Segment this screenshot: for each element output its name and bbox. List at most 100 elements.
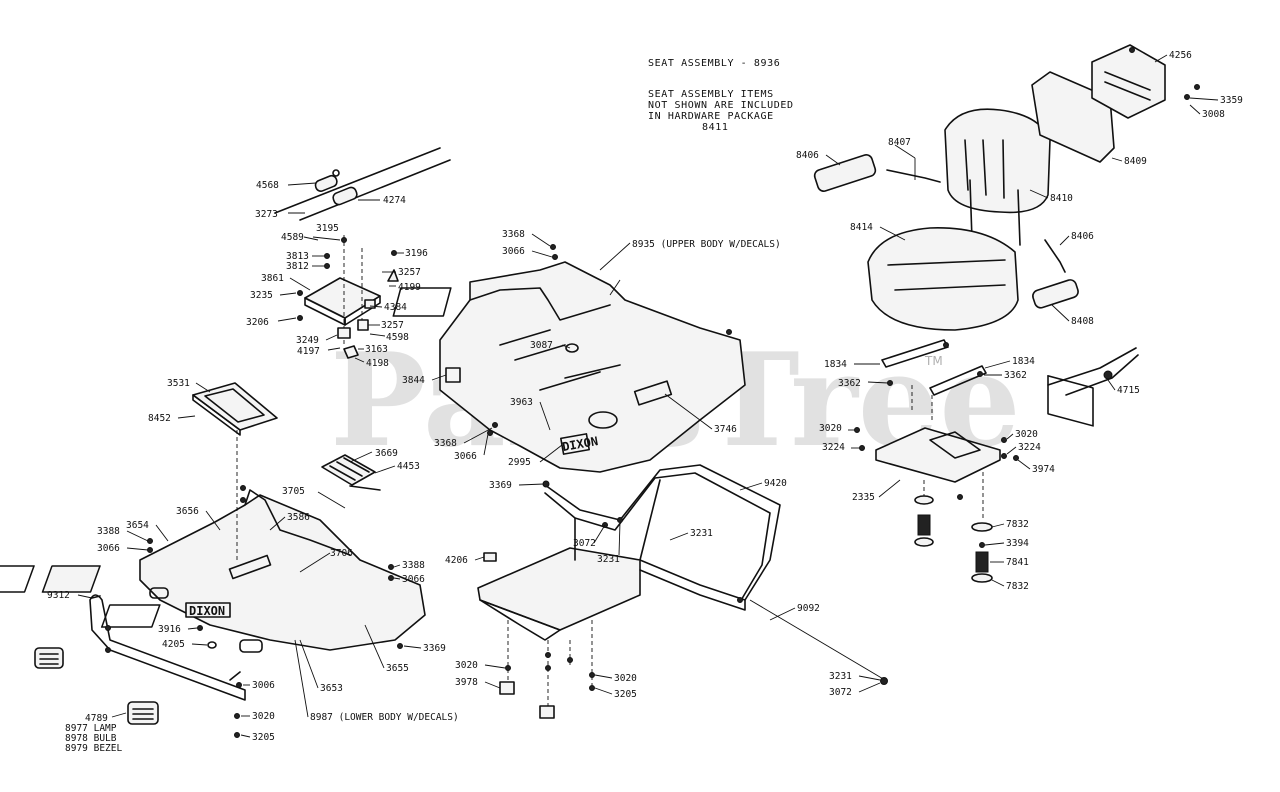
upper-body-fuel-opening — [588, 411, 618, 429]
callout-label: 3368 — [502, 229, 525, 240]
clip-3916 — [197, 625, 203, 631]
screw-3368-top — [550, 244, 556, 250]
washer-3066-top — [552, 254, 558, 260]
lamp-kit-note-3: 8979 BEZEL — [65, 743, 122, 754]
lower-body-footrest-3586 — [228, 554, 272, 580]
callout-label: 3257 — [381, 320, 404, 331]
grate-slot-2 — [336, 461, 363, 477]
headlamp-left — [34, 647, 64, 669]
callout-label: 4715 — [1117, 385, 1140, 396]
upper-body-decal-stripe-1 — [499, 329, 551, 346]
screw-3195 — [341, 237, 347, 243]
spring-cap-7832-bottom — [971, 573, 993, 583]
seat-back-brackets — [969, 179, 1021, 246]
grate-4453 — [321, 454, 381, 491]
washer-3394 — [979, 542, 985, 548]
lower-body-pedal-plate-3706 — [41, 565, 101, 593]
cover-plate-edge — [192, 394, 241, 436]
upper-body-console-opening — [392, 287, 452, 317]
callout-label: 3195 — [316, 223, 339, 234]
upper-body-decal-stripe-4 — [539, 371, 601, 391]
upper-body-emblem-3746 — [633, 380, 673, 406]
callout-label: 3020 — [614, 673, 637, 684]
callout-label: 8409 — [1124, 156, 1147, 167]
cover-plate-inner — [204, 388, 265, 423]
callout-label: 3974 — [1032, 464, 1055, 475]
seat-items-note-4: 8411 — [702, 122, 728, 133]
switch-3257 — [357, 319, 369, 331]
spring-cap-left-top — [914, 495, 934, 505]
callout-label: 4453 — [397, 461, 420, 472]
screw-3359 — [1184, 94, 1190, 100]
nut-3205-frame — [589, 685, 595, 691]
callout-label: 3206 — [246, 317, 269, 328]
callout-label: 3654 — [126, 520, 149, 531]
washer-3020-pan-right — [1001, 437, 1007, 443]
washer-3066-bottom — [487, 430, 493, 436]
callout-label: 3231 — [829, 671, 852, 682]
bracket-3978 — [499, 681, 515, 695]
clip-4198 — [343, 345, 359, 359]
nut-3812 — [324, 263, 330, 269]
frame-bolt-a — [545, 652, 551, 658]
upper-body-shell — [439, 261, 746, 473]
callout-label: 3963 — [510, 397, 533, 408]
seat-assembly-note: SEAT ASSEMBLY - 8936 — [648, 58, 780, 69]
callout-label: 3653 — [320, 683, 343, 694]
upper-body-plug-3087 — [565, 343, 579, 353]
cover-plate-8452 — [192, 382, 278, 436]
frame-rail-upper — [544, 464, 781, 601]
callout-label: 3369 — [423, 643, 446, 654]
callout-label: 3531 — [167, 378, 190, 389]
spring-cap-7832-top — [971, 522, 993, 532]
lower-body-8987: DIXON — [0, 430, 426, 653]
callout-label: 3368 — [434, 438, 457, 449]
control-mount-plate — [297, 235, 399, 359]
grate-slot-3 — [343, 457, 370, 473]
watermark-tm: TM — [924, 354, 943, 368]
armrest-bracket-8406-right — [1044, 239, 1066, 273]
washer-3020-lower — [234, 713, 240, 719]
callout-label: 8407 — [888, 137, 911, 148]
screw-3196 — [391, 250, 397, 256]
lower-body-headlight-opening-right — [239, 639, 263, 653]
cable-knob — [332, 169, 340, 177]
callout-label: 3388 — [402, 560, 425, 571]
seat-spring-right — [971, 522, 993, 583]
bumper-bar — [89, 594, 246, 701]
seat-pan-slot — [929, 431, 981, 459]
grommet-4205 — [207, 641, 217, 649]
clip-4206 — [483, 552, 497, 562]
callout-label: 3205 — [614, 689, 637, 700]
callout-label: 3163 — [365, 344, 388, 355]
callout-label: 4384 — [384, 302, 407, 313]
nut-3205-lower — [234, 732, 240, 738]
armrest-right-8408 — [1032, 279, 1079, 309]
lower-body-headlight-opening-left — [149, 587, 169, 599]
seat-backrest-ribs — [964, 139, 1005, 199]
callout-label: 3359 — [1220, 95, 1243, 106]
callout-label: 3072 — [829, 687, 852, 698]
callout-label: 3224 — [822, 442, 845, 453]
callout-label: 3669 — [375, 448, 398, 459]
grate-plate — [321, 454, 376, 486]
seat-backrest-8410 — [944, 108, 1051, 214]
callout-label: 1834 — [1012, 356, 1035, 367]
callout-label: 3066 — [402, 574, 425, 585]
lower-body-decal-text: DIXON — [189, 604, 225, 618]
bumper-hardware — [105, 625, 242, 738]
knob-4199 — [387, 269, 399, 282]
callout-label: 3020 — [455, 660, 478, 671]
callout-label: 4274 — [383, 195, 406, 206]
callout-label: 3205 — [252, 732, 275, 743]
storage-box-slot-2 — [1104, 81, 1151, 101]
callout-label: 3072 — [573, 538, 596, 549]
spring-coil-7841 — [975, 551, 989, 573]
armrest-left-8406 — [813, 154, 877, 192]
washer-lower-top — [240, 497, 246, 503]
callout-label: 3362 — [838, 378, 861, 389]
callout-label: 4197 — [297, 346, 320, 357]
callout-label: 4206 — [445, 555, 468, 566]
seat-cushion-8414 — [867, 227, 1019, 331]
frame-upright — [639, 479, 661, 561]
